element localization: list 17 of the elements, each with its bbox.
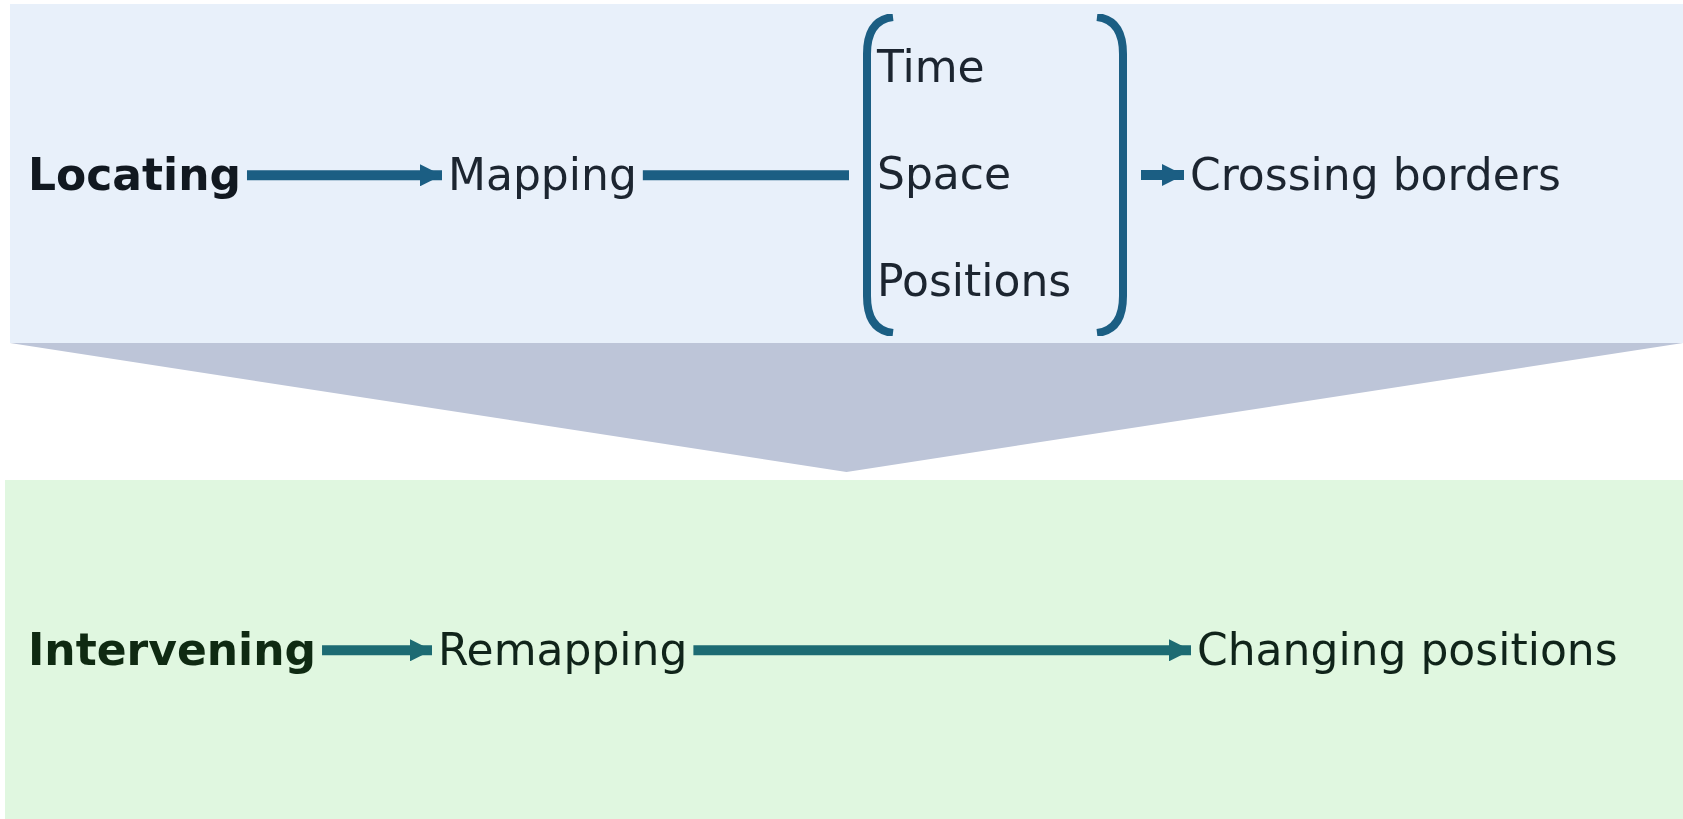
step-label: Intervening (28, 625, 317, 676)
connector-line (642, 170, 849, 181)
section-band (10, 4, 1683, 343)
arrow (322, 639, 432, 662)
arrow (1141, 164, 1184, 186)
step-label: Mapping (448, 150, 637, 201)
step-label: Time (877, 41, 985, 93)
step-label: Remapping (438, 625, 688, 676)
step-label: Locating (28, 150, 241, 201)
arrow (693, 639, 1191, 662)
step-label: Space (877, 149, 1012, 200)
step-label: Positions (877, 256, 1072, 307)
step-label: Changing positions (1197, 625, 1618, 676)
step-label: Crossing borders (1190, 150, 1561, 201)
section-band (5, 480, 1683, 819)
funnel-arrow (10, 343, 1683, 472)
arrow (247, 164, 442, 187)
